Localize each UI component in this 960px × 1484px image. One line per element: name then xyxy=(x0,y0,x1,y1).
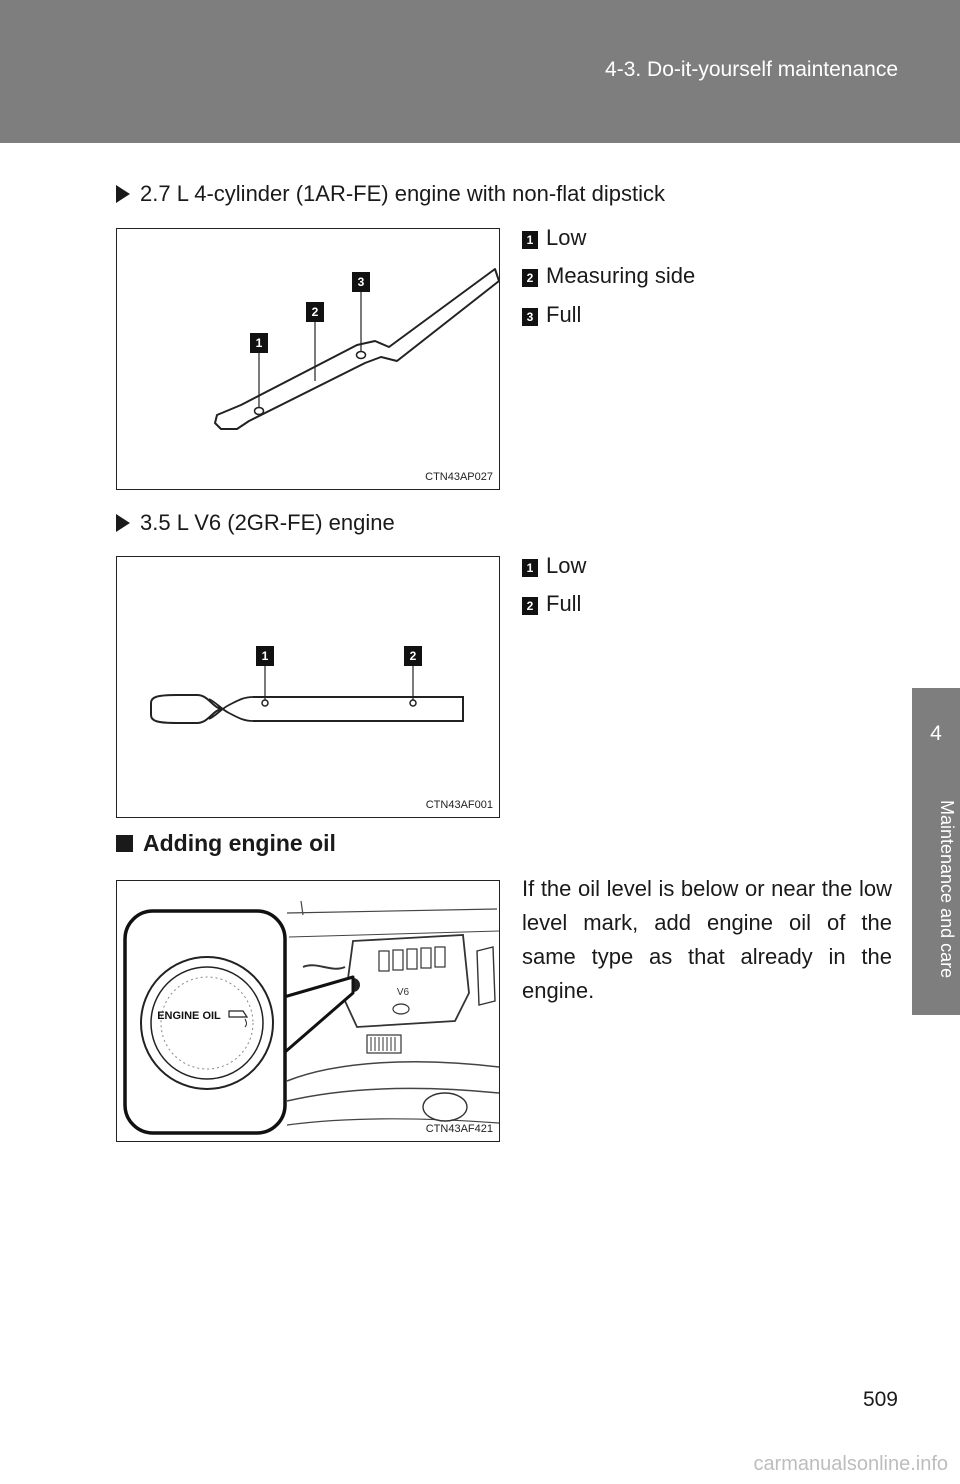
section-heading-1ar-fe: 2.7 L 4-cylinder (1AR-FE) engine with no… xyxy=(116,181,665,207)
chapter-number-box: 4 xyxy=(912,688,960,792)
page-number: 509 xyxy=(862,1388,898,1411)
dipstick-figure-1ar-fe: 1 2 3 CTN43AP027 xyxy=(116,228,500,490)
figure-code: CTN43AF421 xyxy=(425,1123,493,1135)
svg-text:V6: V6 xyxy=(397,987,410,998)
svg-text:2: 2 xyxy=(312,305,319,319)
triangle-bullet-icon xyxy=(116,185,130,203)
svg-text:2: 2 xyxy=(410,649,417,663)
dipstick-figure-2gr-fe: 1 2 CTN43AF001 xyxy=(116,556,500,818)
callout-3: 3 xyxy=(352,272,370,292)
svg-text:1: 1 xyxy=(262,649,269,663)
section-heading-2gr-fe: 3.5 L V6 (2GR-FE) engine xyxy=(116,510,395,536)
adding-oil-heading: Adding engine oil xyxy=(116,830,336,857)
chapter-number: 4 xyxy=(930,722,942,745)
chapter-side-tab: 4 Maintenance and care xyxy=(912,143,960,1363)
callout-1: 1 xyxy=(256,646,274,666)
section-title: 4-3. Do-it-yourself maintenance xyxy=(605,58,898,81)
engine-oil-cap-figure: V6 ENGINE OIL CTN43AF421 xyxy=(116,880,500,1142)
callout-2: 2 xyxy=(306,302,324,322)
svg-text:ENGINE OIL: ENGINE OIL xyxy=(157,1010,221,1022)
figure-code: CTN43AP027 xyxy=(425,471,493,483)
figure-code: CTN43AF001 xyxy=(425,799,493,811)
callout-2: 2 xyxy=(404,646,422,666)
callout-1: 1 xyxy=(250,333,268,353)
adding-oil-instructions: If the oil level is below or near the lo… xyxy=(522,876,892,1003)
chapter-name: Maintenance and care xyxy=(937,800,957,979)
triangle-bullet-icon xyxy=(116,514,130,532)
watermark: carmanualsonline.info xyxy=(753,1453,948,1475)
page-header: 4-3. Do-it-yourself maintenance xyxy=(0,0,960,143)
chapter-name-box: Maintenance and care xyxy=(912,792,960,1015)
square-bullet-icon xyxy=(116,835,133,852)
svg-text:1: 1 xyxy=(256,336,263,350)
svg-text:3: 3 xyxy=(358,275,365,289)
